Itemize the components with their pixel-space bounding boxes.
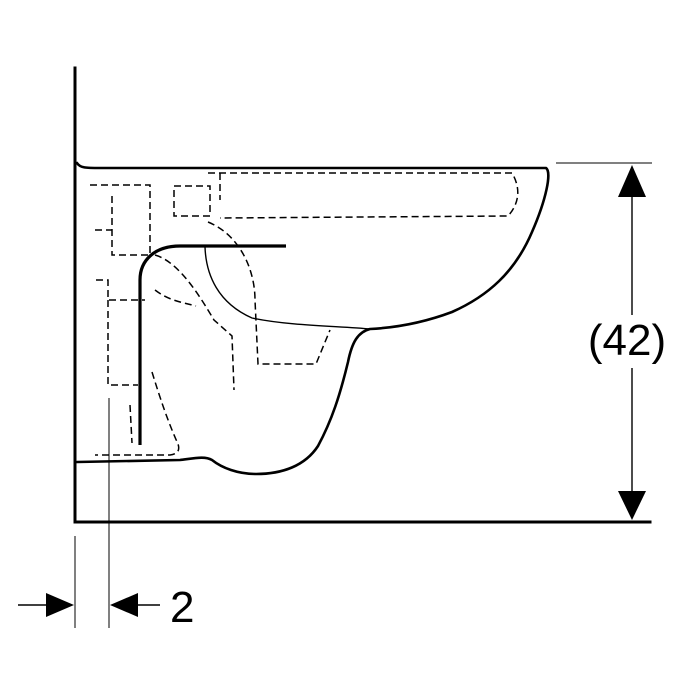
bowl-rim-inner-line — [204, 246, 371, 330]
outlet-sweep — [95, 371, 180, 456]
toilet-bowl-outline — [75, 161, 550, 476]
inlet-socket-box — [173, 185, 211, 217]
trapway-lower-curve — [154, 289, 197, 307]
offset-arrow-right-icon — [46, 593, 74, 617]
fixing-block-upper — [90, 184, 151, 256]
wall-and-floor — [73, 66, 652, 524]
trapway-inner — [207, 221, 331, 365]
flush-pipe-bend — [138, 244, 286, 445]
bowl-top-and-front-profile — [75, 161, 550, 476]
outlet-base-line — [129, 404, 133, 444]
height-dimension: (42) — [556, 162, 666, 520]
waste-outlet-box — [107, 300, 138, 386]
flush-pipe — [138, 244, 286, 445]
trapway-outer — [154, 254, 235, 391]
height-arrow-up-icon — [618, 165, 646, 197]
offset-dimension: 2 — [18, 398, 194, 632]
height-dimension-label: (42) — [588, 316, 666, 365]
rim-channel-outline — [208, 172, 519, 219]
hidden-lines — [90, 172, 519, 456]
offset-dimension-label: 2 — [170, 583, 194, 632]
offset-arrow-left-icon — [110, 593, 138, 617]
height-arrow-down-icon — [618, 491, 646, 520]
fixing-block-lower — [96, 279, 145, 301]
